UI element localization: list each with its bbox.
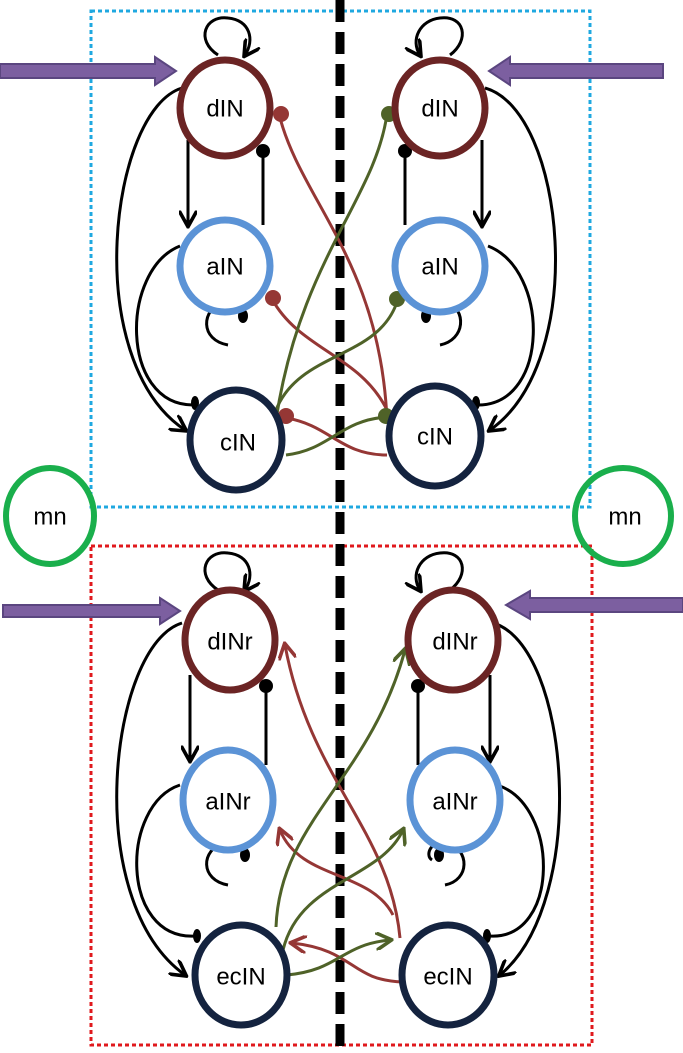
node-upper-right-cIN: cIN	[385, 382, 485, 490]
input-arrow-lower-left	[2, 596, 182, 626]
node-upper-right-aIN: aIN	[391, 216, 489, 316]
node-label: dINr	[432, 628, 477, 655]
connection-left-cIN-to-right-dINr	[274, 650, 405, 928]
left-aIN-to-cIN	[135, 244, 194, 407]
inhibit-dot-left-aIN-on-dIN	[256, 144, 270, 158]
inhibit-dot-right-aINr-on-dINr	[411, 679, 425, 693]
node-label: mn	[33, 503, 66, 530]
node-lower-left-aINr: aINr	[179, 746, 277, 854]
input-arrow-lower-right	[504, 589, 683, 621]
right-dIN-to-cIN	[484, 86, 557, 430]
inhibit-dot-left-aINr-self	[240, 848, 250, 862]
lower-left-crossing-connections	[280, 645, 403, 984]
upper-left-crossing-connections	[270, 113, 389, 457]
connection-left-dIN-to-right-cIN	[277, 113, 389, 421]
node-label: aIN	[206, 253, 243, 280]
synapse-dot-left-aIN	[265, 290, 281, 306]
self-loop-right-dINr	[416, 551, 464, 590]
node-upper-left-aIN: aIN	[176, 216, 274, 316]
node-label: dIN	[206, 95, 243, 122]
upper-right-ipsilateral	[403, 16, 557, 430]
node-lower-left-dINr: dINr	[181, 586, 279, 694]
connection-right-cIN-to-left-cINr	[292, 943, 403, 984]
lower-region-box	[89, 544, 594, 1047]
connection-left-cIN-to-right-cIN	[285, 416, 388, 457]
node-lower-right-ecIN: ecIN	[398, 921, 498, 1029]
connection-right-dIN-to-left-cIN	[274, 113, 389, 421]
node-label: dINr	[207, 628, 252, 655]
connection-right-aIN-to-left-cIN	[274, 298, 400, 411]
node-motor-neuron-left: mn	[3, 465, 97, 567]
lower-right-crossing-connections	[274, 650, 405, 977]
right-aINr-to-ecIN	[489, 783, 545, 938]
node-lower-right-aINr: aINr	[406, 746, 504, 854]
inhibit-dot-left-aINr-on-ecIN	[193, 929, 201, 943]
connection-right-cIN-to-left-cIN	[285, 415, 388, 457]
left-dINr-to-ecIN	[115, 621, 185, 975]
node-label: mn	[608, 503, 641, 530]
lower-left-ipsilateral	[115, 551, 268, 975]
node-motor-neuron-right: mn	[572, 465, 674, 567]
input-arrow-upper-left	[0, 55, 178, 87]
right-dINr-to-ecIN	[492, 621, 562, 975]
self-loop-left-dINr	[203, 551, 250, 590]
node-label: ecIN	[216, 963, 265, 990]
self-loop-left-dIN	[203, 16, 250, 55]
node-label: aINr	[205, 788, 250, 815]
upper-left-ipsilateral	[115, 16, 265, 430]
self-loop-right-dIN	[416, 16, 464, 55]
node-label: aIN	[421, 253, 458, 280]
node-lower-left-ecIN: ecIN	[191, 921, 291, 1029]
input-arrow-upper-right	[487, 55, 664, 87]
node-upper-right-dIN: dIN	[391, 56, 489, 160]
connection-left-aIN-to-right-cIN	[270, 298, 389, 411]
inhibit-dot-left-aINr-on-dINr	[259, 679, 273, 693]
connection-right-cIN-to-left-dINr	[285, 645, 402, 939]
node-label: cIN	[220, 429, 256, 456]
node-lower-right-dINr: dINr	[404, 586, 502, 694]
node-label: aINr	[432, 788, 477, 815]
connection-right-cIN-to-left-aINr	[280, 830, 395, 916]
node-label: cIN	[417, 423, 453, 450]
node-upper-left-cIN: cIN	[186, 386, 286, 494]
node-upper-left-dIN: dIN	[176, 56, 274, 160]
inhibit-dot-left-aIN-on-cIN	[191, 396, 199, 410]
synapse-dot-left-dIN	[273, 106, 289, 122]
left-dIN-to-cIN	[115, 86, 185, 430]
right-aIN-to-cIN	[477, 244, 535, 407]
inhibit-dot-right-aIN-on-dIN	[398, 144, 412, 158]
left-aINr-to-ecIN	[135, 783, 196, 938]
lower-right-ipsilateral	[416, 551, 562, 975]
connection-left-cIN-to-right-cINr	[286, 940, 390, 977]
node-label: dIN	[421, 95, 458, 122]
node-label: ecIN	[423, 963, 472, 990]
upper-right-crossing-connections	[274, 113, 400, 457]
connection-left-cIN-to-right-aINr	[281, 830, 403, 951]
